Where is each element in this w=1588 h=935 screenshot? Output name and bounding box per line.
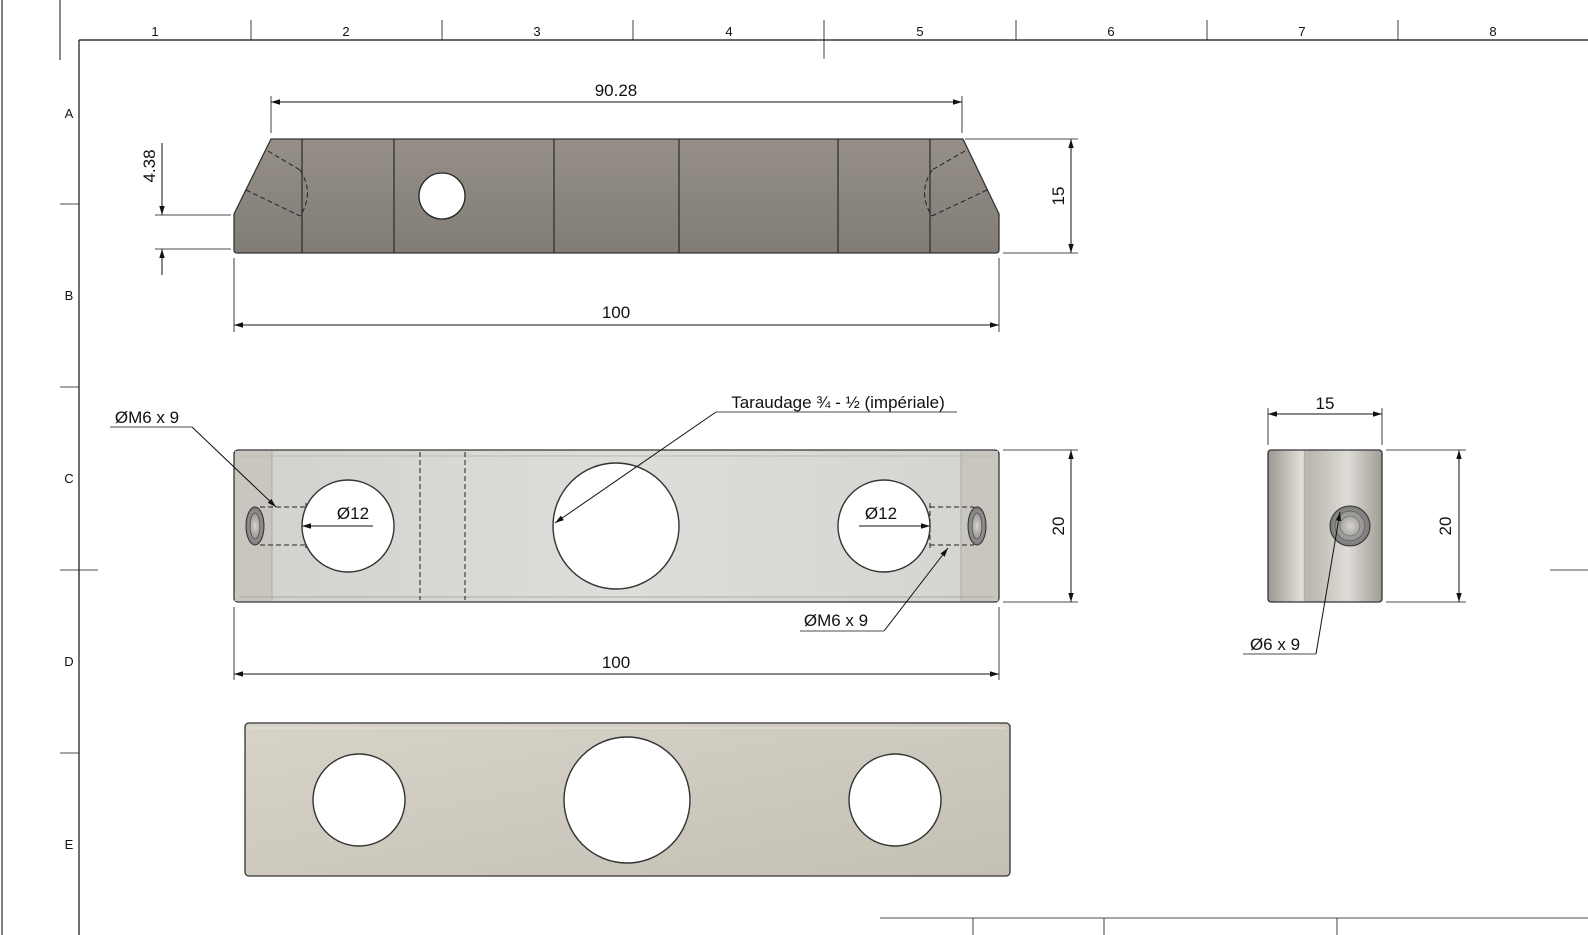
- side-hole-callout: Ø6 x 9: [1250, 635, 1300, 654]
- zone-col-4: 4: [725, 24, 732, 39]
- zone-row-labels: A B C D E: [64, 106, 73, 852]
- bottom-right-hole: [848, 753, 942, 847]
- right-tapped-hole-callout: ØM6 x 9: [804, 611, 868, 630]
- zone-row-c: C: [64, 471, 73, 486]
- left-tapped-hole-callout: ØM6 x 9: [115, 408, 179, 427]
- bottom-view: [244, 722, 1011, 877]
- side-view-dimensions: 15 20 Ø6 x 9: [1243, 394, 1466, 655]
- top-view-dimensions: 90.28 15 4.38 100: [140, 81, 1078, 332]
- side-view: [1267, 449, 1383, 603]
- top-view: [233, 138, 1000, 254]
- zone-col-6: 6: [1107, 24, 1114, 39]
- thread-callout: Taraudage ¾ - ½ (impériale): [731, 393, 945, 412]
- front-view: [233, 449, 1000, 603]
- zone-col-7: 7: [1298, 24, 1305, 39]
- dim-top-height: 15: [1049, 187, 1068, 206]
- zone-row-b: B: [65, 288, 74, 303]
- dim-side-width: 15: [1316, 394, 1335, 413]
- zone-col-1: 1: [151, 24, 158, 39]
- top-view-body: [233, 138, 1000, 254]
- top-view-hole: [418, 172, 466, 220]
- zone-row-d: D: [64, 654, 73, 669]
- front-view-dimensions: 20 100 Ø12 Ø12 Taraudage ¾ - ½ (impérial…: [110, 393, 1078, 680]
- center-bore: [552, 462, 680, 590]
- dim-step-height: 4.38: [140, 149, 159, 182]
- zone-col-3: 3: [533, 24, 540, 39]
- zone-col-8: 8: [1489, 24, 1496, 39]
- zone-col-5: 5: [916, 24, 923, 39]
- zone-column-labels: 1 2 3 4 5 6 7 8: [151, 24, 1496, 39]
- bottom-left-hole: [312, 753, 406, 847]
- zone-row-a: A: [65, 106, 74, 121]
- zone-row-e: E: [65, 837, 74, 852]
- dim-front-height: 20: [1049, 517, 1068, 536]
- left-bore-label: Ø12: [337, 504, 369, 523]
- zone-col-2: 2: [342, 24, 349, 39]
- right-bore-label: Ø12: [865, 504, 897, 523]
- dim-top-length: 100: [602, 303, 630, 322]
- dim-side-height: 20: [1436, 517, 1455, 536]
- bottom-center-hole: [563, 736, 691, 864]
- dim-chamfer-span: 90.28: [595, 81, 638, 100]
- side-threaded-hole: [1329, 505, 1371, 547]
- dim-front-length: 100: [602, 653, 630, 672]
